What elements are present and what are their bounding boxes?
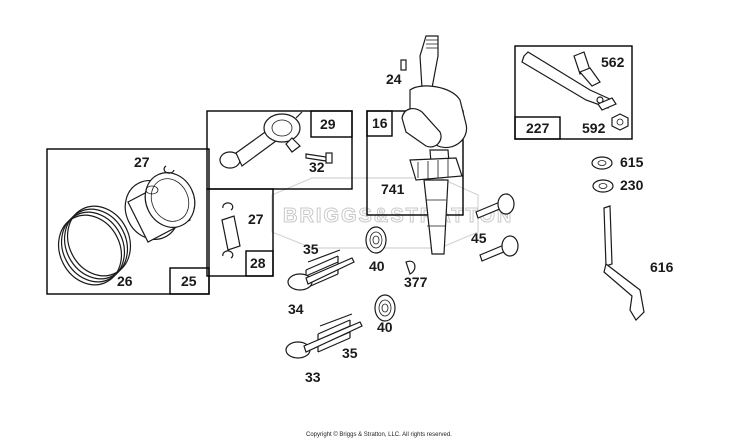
callout-40-lower: 40 xyxy=(377,319,393,335)
copyright-notice: Copyright © Briggs & Stratton, LLC. All … xyxy=(306,431,452,438)
connecting-rod-box[interactable]: 29 xyxy=(206,110,353,190)
callout-377: 377 xyxy=(404,274,428,290)
box-label-29: 29 xyxy=(320,116,336,132)
callout-32: 32 xyxy=(309,159,325,175)
callout-24: 24 xyxy=(386,71,402,87)
governor-washer-615[interactable] xyxy=(591,156,613,170)
callout-45: 45 xyxy=(471,230,487,246)
callout-741: 741 xyxy=(381,181,405,197)
callout-40-upper: 40 xyxy=(369,258,385,274)
valve-key[interactable] xyxy=(405,260,416,275)
callout-27-piston: 27 xyxy=(134,154,150,170)
connecting-rod[interactable] xyxy=(219,111,303,169)
crankshaft[interactable] xyxy=(401,35,468,255)
tappet-upper[interactable] xyxy=(475,193,515,219)
callout-33: 33 xyxy=(305,369,321,385)
lever-nut[interactable] xyxy=(611,113,629,131)
piston-box[interactable]: 25 xyxy=(46,148,210,295)
governor-shaft[interactable] xyxy=(603,205,645,321)
callout-34: 34 xyxy=(288,301,304,317)
watermark-logo: BRIGGS&STRATTON xyxy=(271,177,513,249)
exhaust-valve[interactable] xyxy=(287,257,355,291)
box-label-227: 227 xyxy=(526,120,550,136)
box-label-16: 16 xyxy=(372,115,388,131)
governor-lever-box[interactable]: 227 xyxy=(514,45,633,140)
crankshaft-key[interactable] xyxy=(400,59,407,71)
box-label-28: 28 xyxy=(250,255,266,271)
washer-230[interactable] xyxy=(592,179,614,193)
retainer-clip[interactable] xyxy=(163,165,175,174)
watermark-text: BRIGGS&STRATTON xyxy=(283,205,513,227)
callout-592: 592 xyxy=(582,120,606,136)
callout-27-pin: 27 xyxy=(248,211,264,227)
rod-bolt[interactable] xyxy=(305,152,333,164)
spring-retainer-upper[interactable] xyxy=(365,226,387,254)
spring-retainer-lower[interactable] xyxy=(374,294,396,322)
lever-bolt[interactable] xyxy=(573,51,601,87)
callout-230: 230 xyxy=(620,177,644,193)
callout-616: 616 xyxy=(650,259,674,275)
piston-pin-box[interactable]: 28 xyxy=(206,188,274,277)
callout-562: 562 xyxy=(601,54,625,70)
tappet-lower[interactable] xyxy=(479,235,519,262)
piston-pin[interactable] xyxy=(221,202,241,259)
box-label-25: 25 xyxy=(181,273,197,289)
callout-35-lower: 35 xyxy=(342,345,358,361)
governor-lever[interactable] xyxy=(521,51,617,111)
intake-valve[interactable] xyxy=(285,321,363,359)
piston-ring-set[interactable] xyxy=(47,195,143,296)
piston[interactable] xyxy=(116,164,204,248)
callout-35-upper: 35 xyxy=(303,241,319,257)
callout-615: 615 xyxy=(620,154,644,170)
callout-26: 26 xyxy=(117,273,133,289)
